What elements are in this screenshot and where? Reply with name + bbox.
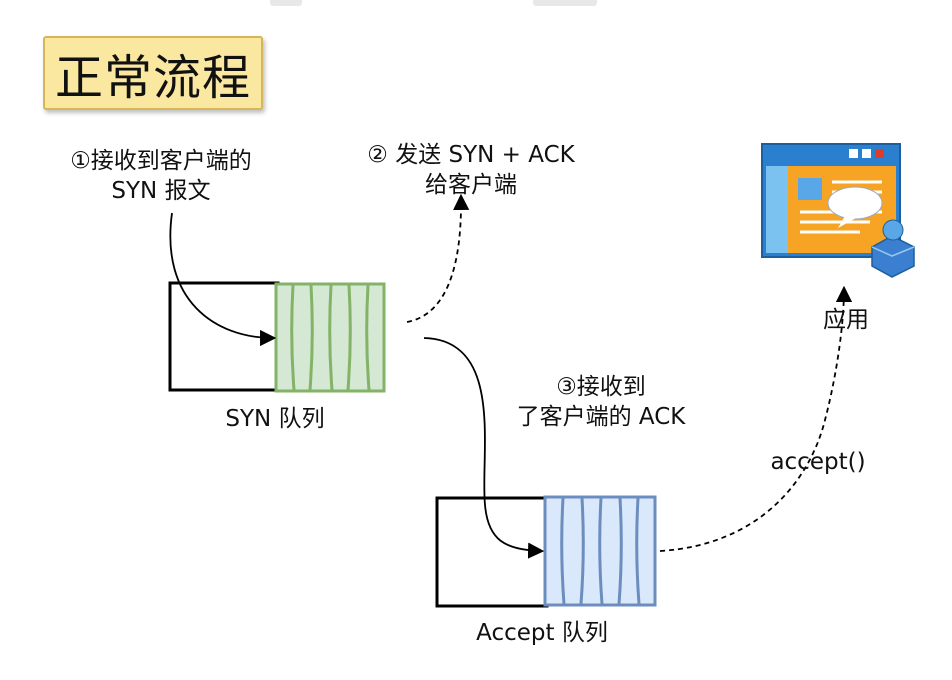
syn-queue-label: SYN 队列	[225, 406, 325, 432]
step3-line2: 了客户端的 ACK	[516, 404, 686, 430]
application-window-icon	[761, 143, 915, 278]
step3-label: ③接收到 了客户端的 ACK	[490, 372, 712, 432]
step1-label: ①接收到客户端的 SYN 报文	[42, 146, 280, 206]
accept-queue-label: Accept 队列	[476, 620, 608, 646]
syn-queue	[168, 281, 386, 393]
arrow-synack-out	[406, 193, 470, 323]
accept-queue	[435, 495, 657, 608]
arrow-accept-call	[659, 285, 853, 552]
step3-line1: ③接收到	[556, 374, 646, 400]
top-edge-tab-left	[270, 0, 302, 6]
accept-queue-empty-area	[435, 496, 549, 608]
syn-queue-empty-area	[168, 281, 280, 392]
step2-line1: ② 发送 SYN + ACK	[367, 142, 575, 168]
step1-line1: ①接收到客户端的	[70, 148, 252, 174]
accept-queue-slots	[560, 497, 641, 605]
page-title: 正常流程	[43, 36, 263, 110]
step1-line2: SYN 报文	[111, 178, 211, 204]
arrow-syn-in	[169, 212, 277, 347]
app-label: 应用	[823, 307, 869, 333]
syn-queue-slots	[290, 284, 371, 391]
arrow-ack-to-accept	[423, 337, 545, 559]
accept-call-label: accept()	[770, 449, 866, 475]
step2-label: ② 发送 SYN + ACK 给客户端	[340, 140, 602, 200]
top-edge-tab-right	[533, 0, 597, 6]
step2-line2: 给客户端	[425, 172, 517, 198]
